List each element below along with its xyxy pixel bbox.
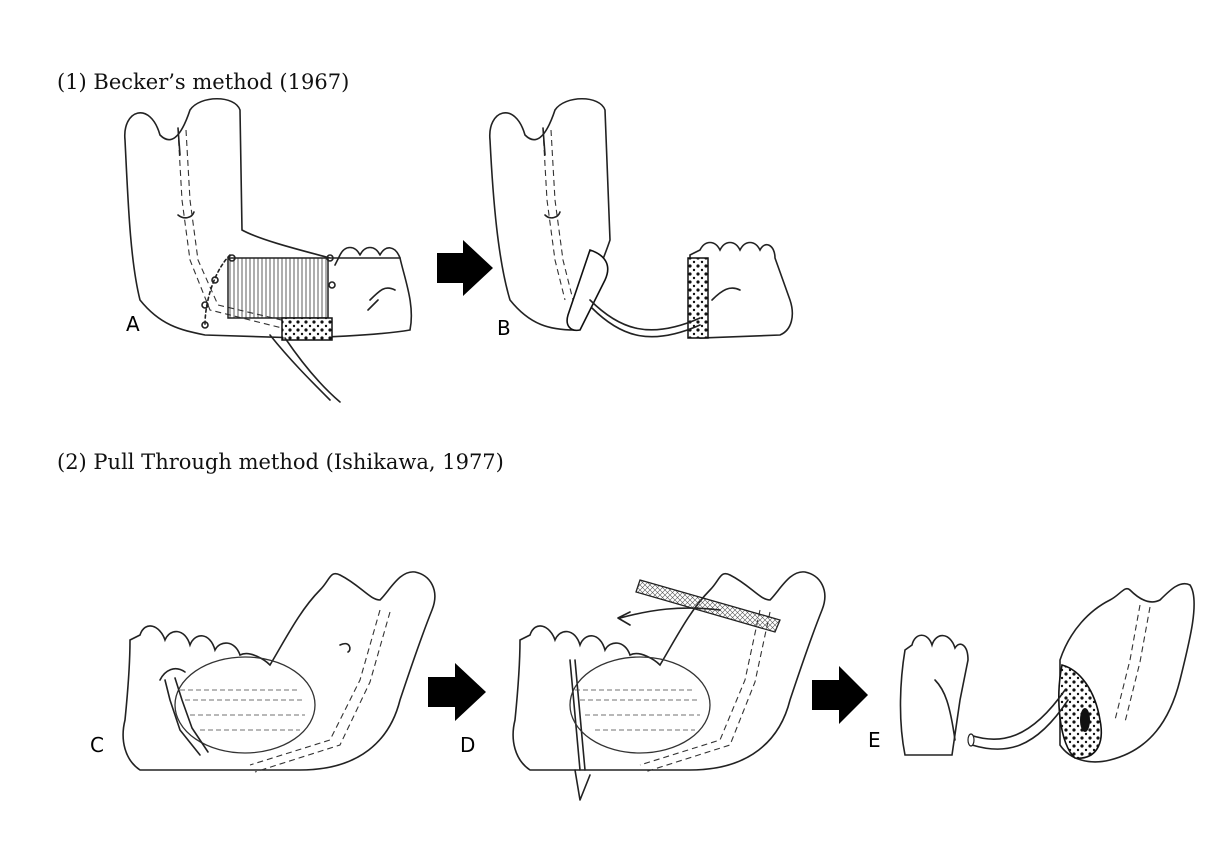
panel-a-drawing (124, 98, 413, 403)
section-2-heading: (2) Pull Through method (Ishikawa, 1977) (57, 450, 504, 474)
panel-e-drawing (899, 582, 1195, 763)
panel-label-c: C (90, 733, 104, 757)
panel-label-a: A (126, 312, 140, 336)
right-arrow-icon (437, 240, 493, 296)
panel-label-e: E (868, 728, 881, 752)
right-arrow-icon (812, 666, 868, 724)
panel-d-drawing (512, 571, 826, 801)
right-arrow-icon (428, 663, 486, 721)
section-1-heading: (1) Becker’s method (1967) (57, 70, 350, 94)
panel-label-d: D (460, 733, 476, 757)
panel-c-drawing (122, 571, 436, 773)
panel-label-b: B (497, 316, 511, 340)
panel-b-drawing (489, 98, 794, 339)
